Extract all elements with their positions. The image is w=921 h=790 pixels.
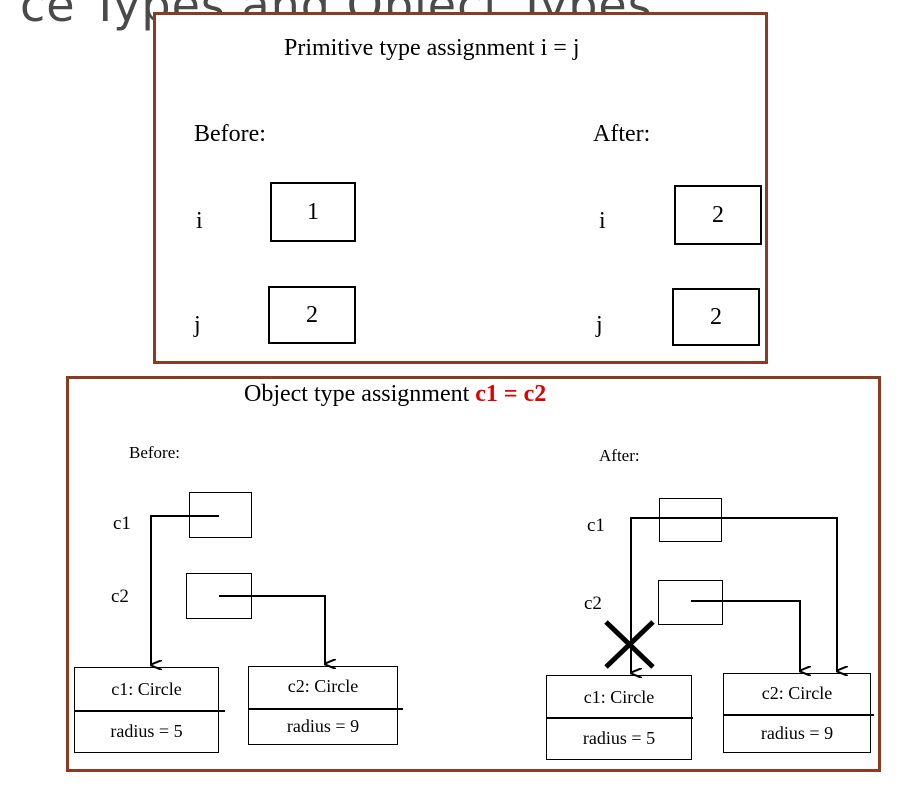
before-object-c1-field: radius = 5 [110, 720, 183, 741]
before-object-c1: c1: Circle radius = 5 [74, 667, 225, 753]
after-c2-arrow [691, 600, 800, 671]
object-title: Object type assignment c1 = c2 [244, 381, 546, 408]
after-ref-c1-box [659, 498, 722, 542]
primitive-before-value-j: 2 [268, 286, 356, 344]
after-ref-c2-box [658, 580, 723, 625]
object-title-text: Object type assignment [244, 381, 476, 407]
primitive-before-var-i: i [196, 208, 203, 234]
primitive-before-value-i: 1 [270, 182, 356, 242]
before-ref-c1-label: c1 [113, 513, 131, 534]
before-object-c2-field: radius = 9 [286, 715, 360, 736]
before-c2-arrow [219, 595, 325, 664]
object-title-code: c1 = c2 [475, 381, 547, 407]
primitive-title: Primitive type assignment i = j [284, 35, 580, 61]
primitive-after-value-i: 2 [674, 185, 762, 245]
after-object-c1: c1: Circle radius = 5 [546, 675, 693, 760]
primitive-before-label: Before: [194, 121, 266, 147]
primitive-after-var-i: i [599, 208, 606, 234]
primitive-after-var-j: j [596, 312, 603, 338]
after-object-c2-field: radius = 9 [760, 722, 834, 743]
object-before-label: Before: [129, 443, 180, 462]
before-object-c1-divider [75, 710, 225, 712]
before-object-c2-divider [249, 708, 403, 710]
reference-arrows [150, 515, 884, 775]
broken-reference-x-mark [604, 620, 655, 669]
object-after-label: After: [599, 446, 640, 465]
after-object-c2: c2: Circle radius = 9 [723, 673, 874, 753]
after-object-c2-divider [724, 714, 874, 716]
before-object-c2-name: c2: Circle [287, 675, 359, 696]
after-ref-c2-label: c2 [584, 593, 602, 614]
after-object-c1-divider [547, 717, 693, 719]
after-c1-old-arrow [630, 517, 691, 673]
before-object-c2: c2: Circle radius = 9 [248, 666, 403, 745]
primitive-assignment-panel: Primitive type assignment i = j Before: … [153, 12, 768, 364]
primitive-before-var-j: j [194, 312, 201, 338]
object-assignment-panel: Object type assignment c1 = c2 Before: A… [66, 376, 881, 772]
after-object-c1-name: c1: Circle [583, 686, 655, 707]
after-c1-new-arrow [691, 517, 837, 671]
primitive-after-value-j: 2 [672, 288, 760, 346]
after-object-c2-name: c2: Circle [761, 682, 833, 703]
before-ref-c2-label: c2 [111, 586, 129, 607]
before-object-c1-name: c1: Circle [111, 678, 182, 699]
primitive-after-label: After: [593, 121, 651, 147]
before-c1-arrow [150, 515, 219, 665]
after-ref-c1-label: c1 [587, 515, 605, 536]
after-object-c1-field: radius = 5 [582, 727, 656, 748]
